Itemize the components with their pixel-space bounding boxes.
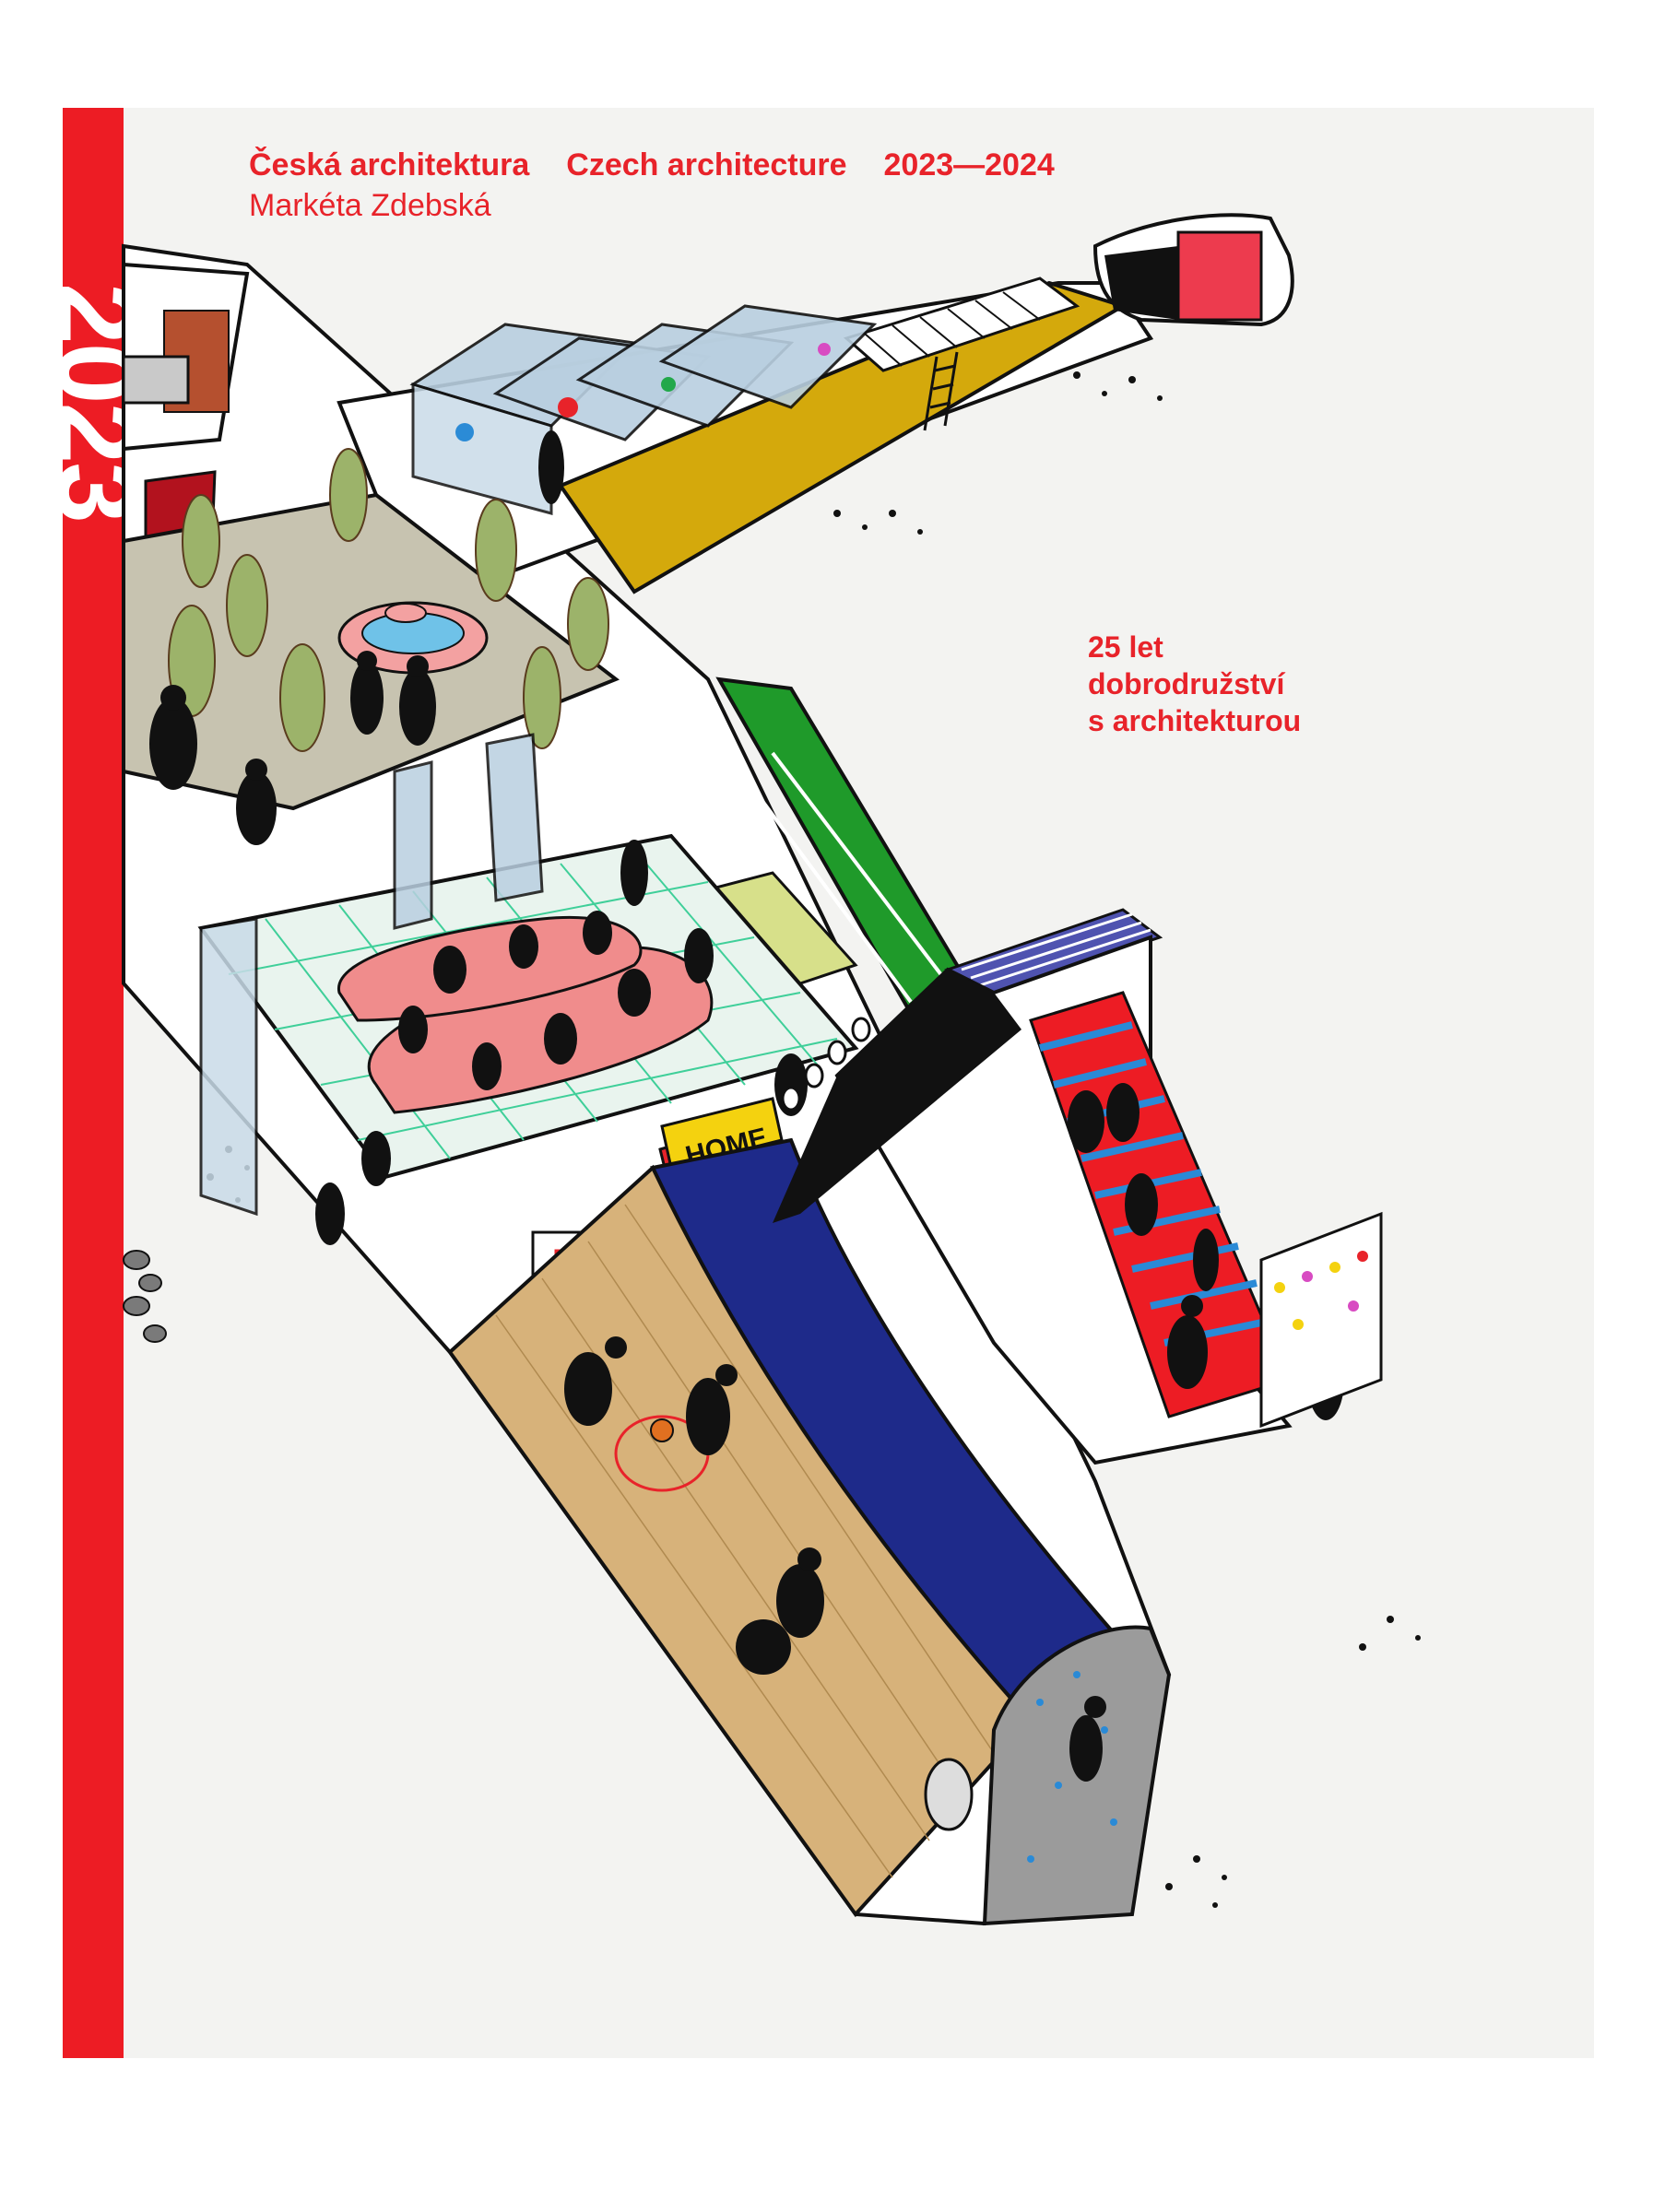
title-english: Czech architecture xyxy=(566,147,847,182)
stair-roof-stripes xyxy=(961,912,1151,987)
climber xyxy=(1069,1696,1106,1782)
trees xyxy=(168,448,609,752)
stones xyxy=(123,1250,167,1343)
title-czech: Česká architektura xyxy=(249,147,530,182)
climbing-holds xyxy=(1027,1671,1117,1863)
red-window xyxy=(1176,230,1263,322)
glass-gallery xyxy=(409,304,878,515)
diners xyxy=(315,840,808,1245)
architecture-illustration: HOME xyxy=(122,213,1421,1926)
title-years: 2023—2024 xyxy=(883,147,1055,182)
cover-header: Česká architektura Czech architecture 20… xyxy=(249,145,1055,226)
red-spine: 2023 xyxy=(63,108,158,2058)
striped-roof xyxy=(843,276,1080,372)
book-cover: 2023 xyxy=(63,108,1594,2058)
glass-partition xyxy=(199,917,258,1217)
mirror xyxy=(122,355,190,405)
tagline: 25 let dobrodružství s architekturou xyxy=(1088,629,1301,739)
garden-people xyxy=(149,430,564,845)
tagline-line-2: dobrodružství xyxy=(1088,667,1285,700)
end-porthole xyxy=(924,1758,974,1831)
gym-people xyxy=(564,1336,824,1675)
basketball xyxy=(650,1418,674,1442)
hand-shadow xyxy=(1104,246,1178,320)
pink-table-upper xyxy=(337,916,643,1022)
stair-shadow xyxy=(773,970,1021,1223)
party-lights xyxy=(1274,1251,1368,1330)
tagline-line-1: 25 let xyxy=(1088,630,1163,664)
ladder xyxy=(923,351,959,431)
portholes xyxy=(781,1017,871,1112)
bar-glasses xyxy=(752,751,950,1004)
stair-steps xyxy=(1039,1021,1276,1347)
author-name: Markéta Zdebská xyxy=(249,188,491,223)
tagline-line-3: s architekturou xyxy=(1088,704,1302,737)
dj-booth xyxy=(1259,1211,1383,1429)
title-row: Česká architektura Czech architecture 20… xyxy=(249,145,1055,185)
